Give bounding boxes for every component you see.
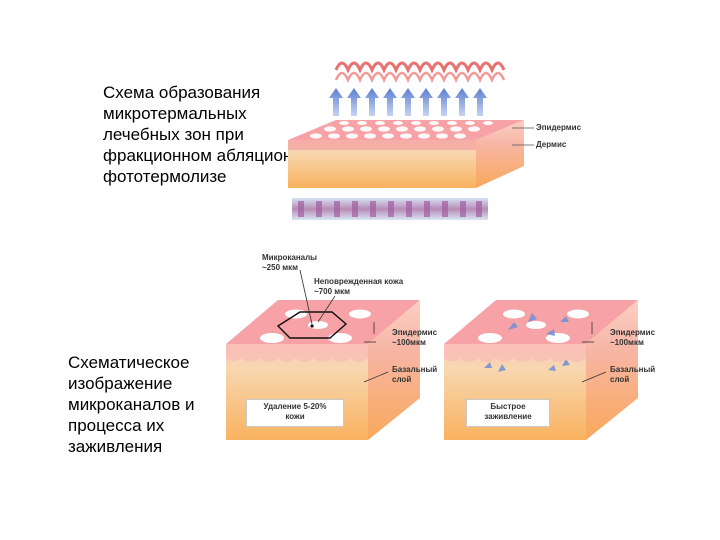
heat-wave-1 <box>334 61 506 74</box>
box-removal: Удаление 5-20% кожи <box>246 399 344 427</box>
label-basal-left: Базальный слой <box>392 365 438 384</box>
label-epidermis-top: Эпидермис <box>536 123 582 132</box>
skin-slab-top <box>288 120 524 188</box>
histology-strip <box>292 198 488 220</box>
laser-arrows <box>329 88 487 116</box>
label-dermis-top: Дермис <box>536 140 567 149</box>
box-fast-healing: Быстрое заживление <box>466 399 550 427</box>
label-epidermis-left: Эпидермис ~100мкм <box>392 328 438 347</box>
label-basal-right: Базальный слой <box>610 365 656 384</box>
label-microchannels: Микроканалы ~250 мкм <box>262 253 318 272</box>
label-epidermis-right: Эпидермис ~100мкм <box>610 328 656 347</box>
label-intact-skin: Неповрежденная кожа ~700 мкм <box>314 277 404 296</box>
caption-bottom: Схематическое изображение микроканалов и… <box>68 353 195 456</box>
heat-wave-2 <box>334 71 506 84</box>
